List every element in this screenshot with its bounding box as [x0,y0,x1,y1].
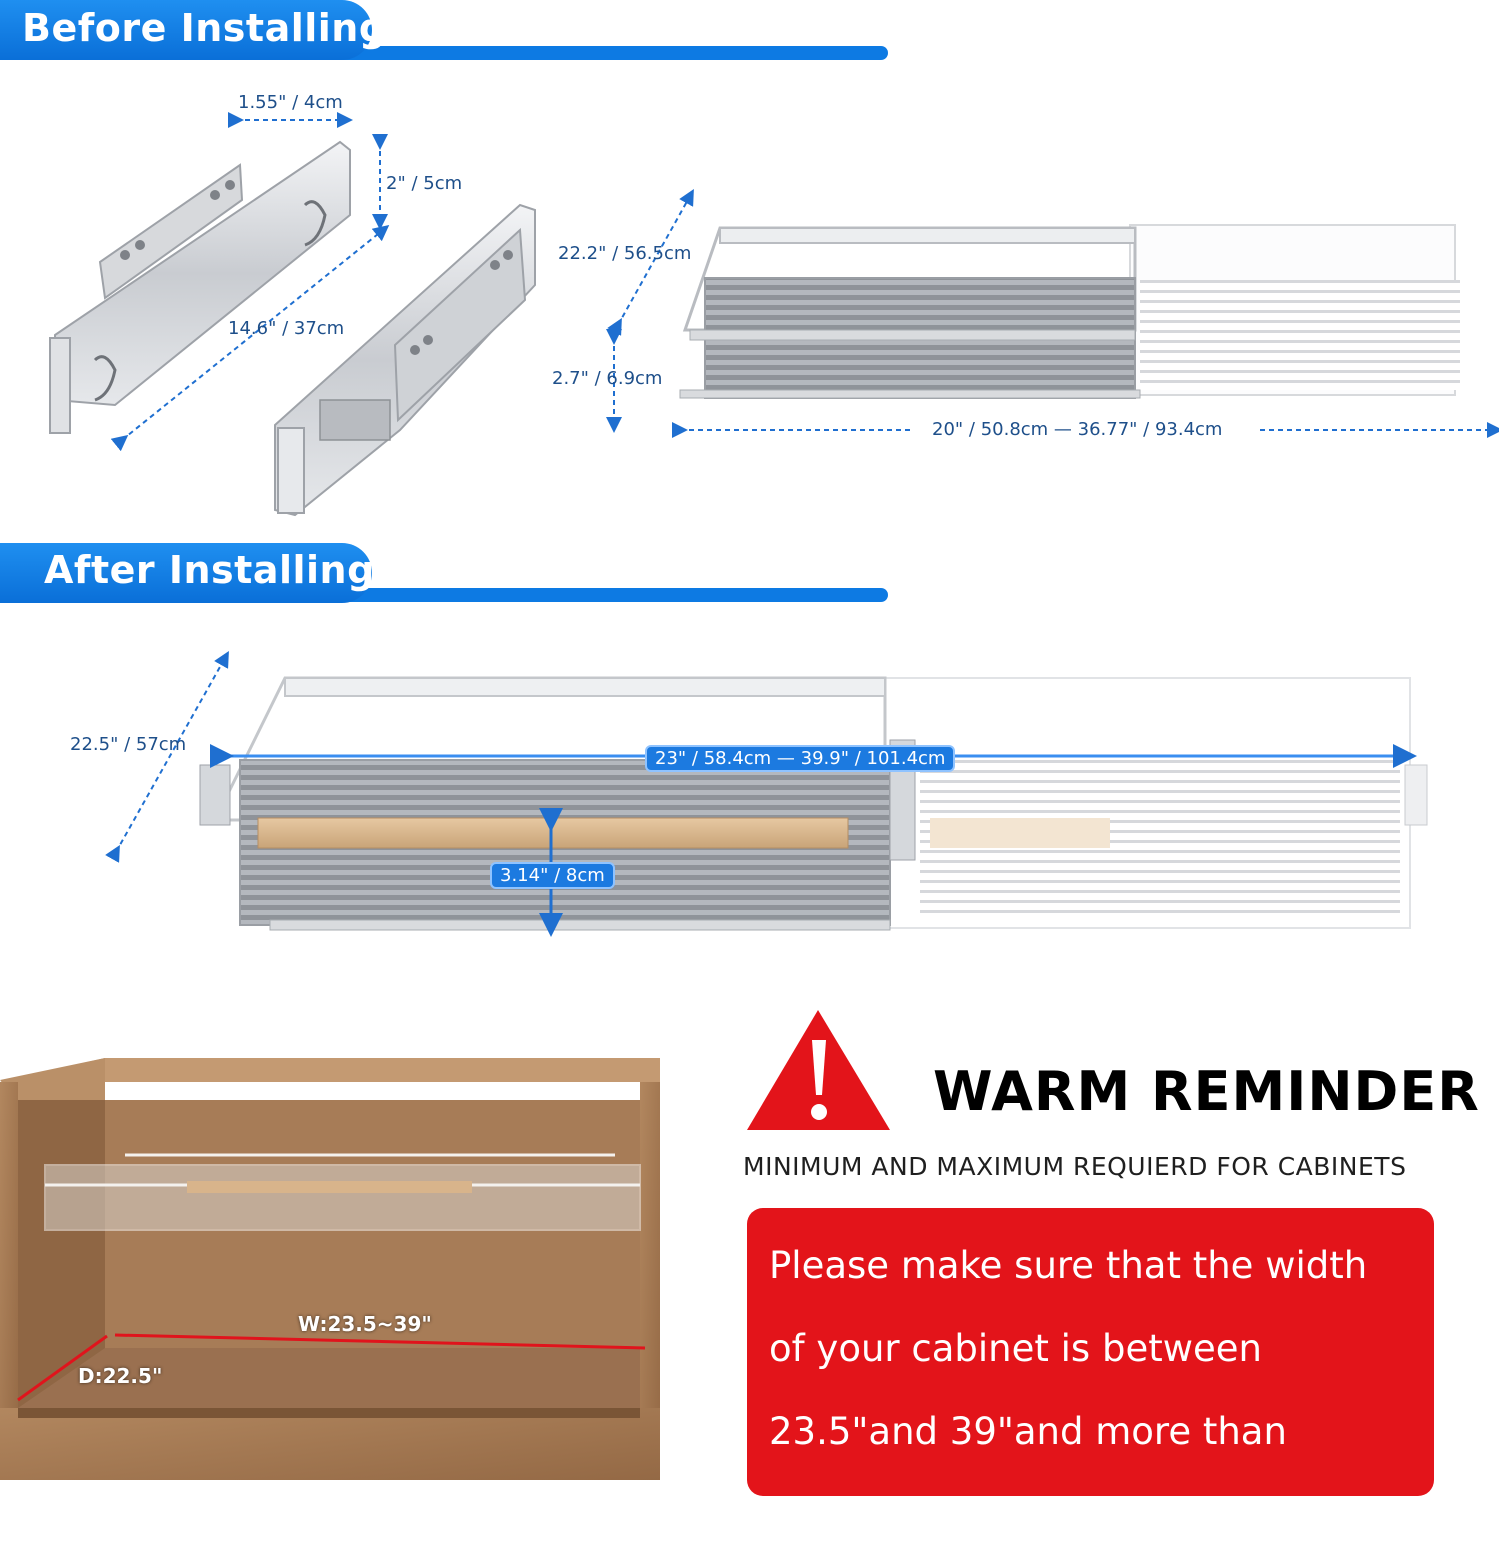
basket-depth-label: 22.2" / 56.5cm [558,243,692,264]
warm-reminder-box: Please make sure that the width of your … [747,1208,1434,1536]
illustration-layer [0,112,1499,1480]
before-header-tab [0,0,372,60]
basket-after [199,676,1428,931]
warning-triangle-icon [747,1010,890,1130]
rail-width-label: 1.55" / 4cm [238,92,343,113]
basket-before [679,224,1460,399]
rail-height-label: 2" / 5cm [386,173,463,194]
after-depth-label: 22.5" / 57cm [70,734,187,755]
after-header-tab [0,543,372,603]
basket-dimension-arrows [606,189,1499,438]
cabinet-depth-label: D:22.5" [78,1364,163,1388]
slide-rail-left [49,140,351,434]
cabinet-illustration [0,1058,660,1480]
slide-rail-right [274,203,536,517]
warm-reminder-message: Please make sure that the width of your … [769,1244,1368,1536]
after-width-label: 23" / 58.4cm — 39.9" / 101.4cm [645,745,956,772]
after-installing-title: After Installing [44,548,375,592]
before-installing-title: Before Installing [22,6,387,50]
basket-height-label: 2.7" / 6.9cm [552,368,663,389]
rail-dimension-arrows [110,112,390,452]
basket-width-label: 20" / 50.8cm — 36.77" / 93.4cm [932,419,1223,440]
warm-reminder-subtitle: MINIMUM AND MAXIMUM REQUIERD FOR CABINET… [743,1152,1407,1181]
rail-length-label: 14.6" / 37cm [228,318,345,339]
after-height-label: 3.14" / 8cm [490,862,615,889]
warm-reminder-title: WARM REMINDER [933,1060,1480,1123]
cabinet-width-label: W:23.5~39" [298,1312,432,1336]
